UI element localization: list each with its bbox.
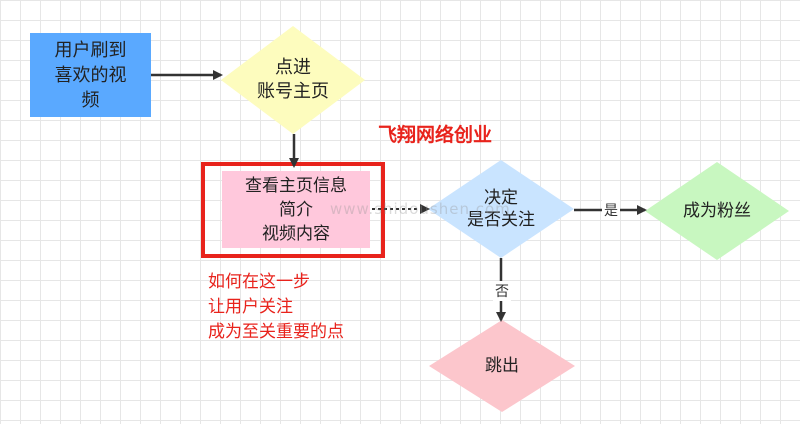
watermark: www.shidoushen.com <box>330 200 511 218</box>
edge-label-yes: 是 <box>602 200 620 220</box>
annotation-note-line: 如何在这一步 <box>208 272 310 292</box>
node-become-fan-label: 成为粉丝 <box>683 201 751 221</box>
annotation-title: 飞翔网络创业 <box>378 124 493 146</box>
annotation-note: 如何在这一步 让用户关注 成为至关重要的点 <box>208 270 344 345</box>
edge-label-no: 否 <box>493 281 511 301</box>
node-exit-shape <box>429 320 575 412</box>
node-start-shape <box>30 33 151 117</box>
node-visit-profile-shape <box>221 26 365 134</box>
annotation-note-line: 成为至关重要的点 <box>208 322 344 342</box>
node-view-info-shape <box>222 171 370 248</box>
node-decide-shape <box>428 160 574 258</box>
node-exit-label: 跳出 <box>485 356 519 376</box>
node-start-label: 用户刷到 喜欢的视 频 <box>54 39 127 111</box>
node-become-fan-shape <box>645 162 789 260</box>
node-visit-profile-label: 点进 账号主页 <box>257 57 329 102</box>
node-view-info-label: 查看主页信息 简介 视频内容 <box>245 175 347 244</box>
node-decide-label: 决定 是否关注 <box>467 188 535 230</box>
annotation-note-line: 让用户关注 <box>208 297 293 317</box>
